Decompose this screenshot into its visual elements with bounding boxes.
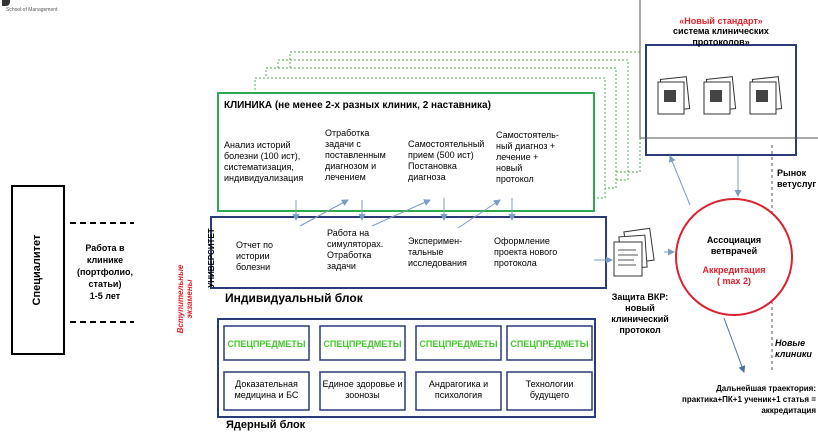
core-special-1: СПЕЦПРЕДМЕТЫ xyxy=(227,339,306,349)
university-item-2: Работа на симуляторах. Отработка задачи xyxy=(327,228,384,271)
defense-label: Защита ВКР: новый клинический протокол xyxy=(611,292,669,335)
university-item-3: Эксперимен- тальные исследования xyxy=(408,236,467,268)
clinic-item-3: Самостоятельный прием (500 ист) Постанов… xyxy=(408,139,485,182)
core-special-box-4 xyxy=(506,325,593,361)
trajectory-text: Дальнейшая траектория: практика+ПК+1 уче… xyxy=(682,384,816,415)
specialitet-box xyxy=(11,185,65,355)
standard-documents-icon-1 xyxy=(657,76,691,115)
core-subject-2: Единое здоровье и зоонозы xyxy=(322,379,403,400)
core-special-3: СПЕЦПРЕДМЕТЫ xyxy=(419,339,498,349)
core-special-box-2 xyxy=(319,325,406,361)
core-subject-box-1 xyxy=(223,371,310,411)
logo: School of Management xyxy=(2,0,82,14)
clinic-box xyxy=(217,92,595,212)
university-item-4: Оформление проекта нового протокола xyxy=(494,236,558,268)
new-clinics-label: Новые клиники xyxy=(775,338,812,359)
core-special-box-1 xyxy=(223,325,310,361)
specialitet-label: Специалитет xyxy=(31,234,43,306)
university-box xyxy=(210,216,607,289)
core-subject-box-4 xyxy=(506,371,593,411)
core-subject-1: Доказательная медицина и БС xyxy=(234,379,299,400)
core-block-label: Ядерный блок xyxy=(226,419,306,431)
standard-documents-icon-3 xyxy=(749,76,783,115)
association-circle xyxy=(675,198,793,316)
standard-title: «Новый стандарт» xyxy=(679,16,763,26)
work-block-text: Работа в клинике (портфолио, статьи) 1-5… xyxy=(77,243,133,301)
entrance-exams-label: Вступительные экзамены xyxy=(176,264,194,334)
core-special-4: СПЕЦПРЕДМЕТЫ xyxy=(510,339,589,349)
defense-documents-icon xyxy=(613,227,655,277)
core-subject-box-2 xyxy=(319,371,406,411)
logo-mark xyxy=(2,0,10,6)
core-special-box-3 xyxy=(415,325,502,361)
clinic-item-1: Анализ историй болезни (100 ист), систем… xyxy=(224,140,304,183)
standard-documents-icon-2 xyxy=(703,76,737,115)
core-subject-4: Технологии будущего xyxy=(525,379,574,400)
standard-subtitle: система клинических протоколов» xyxy=(673,26,769,47)
logo-text: School of Management xyxy=(6,7,58,13)
core-subject-3: Андрагогика и психология xyxy=(428,379,489,400)
standard-outer-frame xyxy=(639,0,818,139)
core-subject-box-3 xyxy=(415,371,502,411)
association-accreditation: Аккредитация ( max 2) xyxy=(702,265,766,286)
clinic-item-2: Отработка задачи с поставленным диагнозо… xyxy=(325,128,386,182)
association-title: Ассоциация ветврачей xyxy=(706,235,762,256)
university-item-1: Отчет по истории болезни xyxy=(236,240,274,272)
core-special-2: СПЕЦПРЕДМЕТЫ xyxy=(323,339,402,349)
market-label: Рынок ветуслуг xyxy=(777,168,817,189)
clinic-item-4: Самостоятель- ный диагноз + лечение + но… xyxy=(496,130,559,184)
university-label: УНИВЕРСИТЕТ xyxy=(207,228,216,288)
individual-block-label: Индивидуальный блок xyxy=(225,291,363,305)
clinic-title: КЛИНИКА (не менее 2-х разных клиник, 2 н… xyxy=(224,100,491,111)
